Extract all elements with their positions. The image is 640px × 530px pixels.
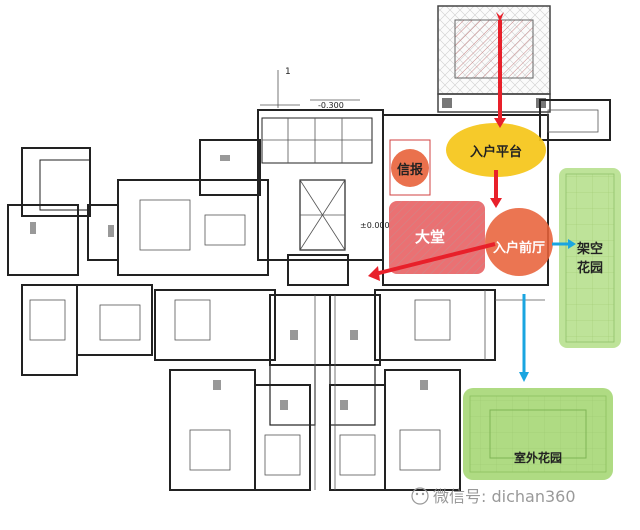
outdoor-garden-zone	[463, 388, 613, 480]
label-elevated-garden-1: 架空	[576, 241, 603, 257]
elevated-garden-zone	[559, 168, 621, 348]
entrance-foyer-zone	[485, 208, 553, 276]
interior-lines	[29, 70, 599, 490]
blue-route-arrows	[519, 239, 576, 382]
building-walls	[7, 99, 611, 491]
label-entrance-foyer: 入户前厅	[493, 240, 545, 256]
watermark-text: 微信号: dichan360	[433, 487, 576, 506]
label-lobby: 大堂	[415, 228, 445, 246]
elevation-minus-label: -0.300	[318, 101, 344, 110]
lobby-zone	[389, 201, 485, 274]
section-mark-label: 1	[285, 67, 291, 77]
label-mailroom: 信报	[397, 162, 424, 178]
mailroom-zone	[391, 149, 429, 187]
label-outdoor-garden: 室外花园	[514, 450, 562, 465]
elevation-zero-label: ±0.000	[360, 221, 390, 230]
label-entrance-platform: 入户平台	[470, 144, 522, 160]
red-route-arrows	[368, 6, 510, 281]
watermark: 微信号: dichan360	[411, 487, 576, 506]
entrance-court	[437, 5, 551, 113]
fixtures	[30, 155, 428, 410]
entrance-platform-zone	[446, 123, 546, 177]
label-elevated-garden-2: 花园	[577, 260, 603, 276]
